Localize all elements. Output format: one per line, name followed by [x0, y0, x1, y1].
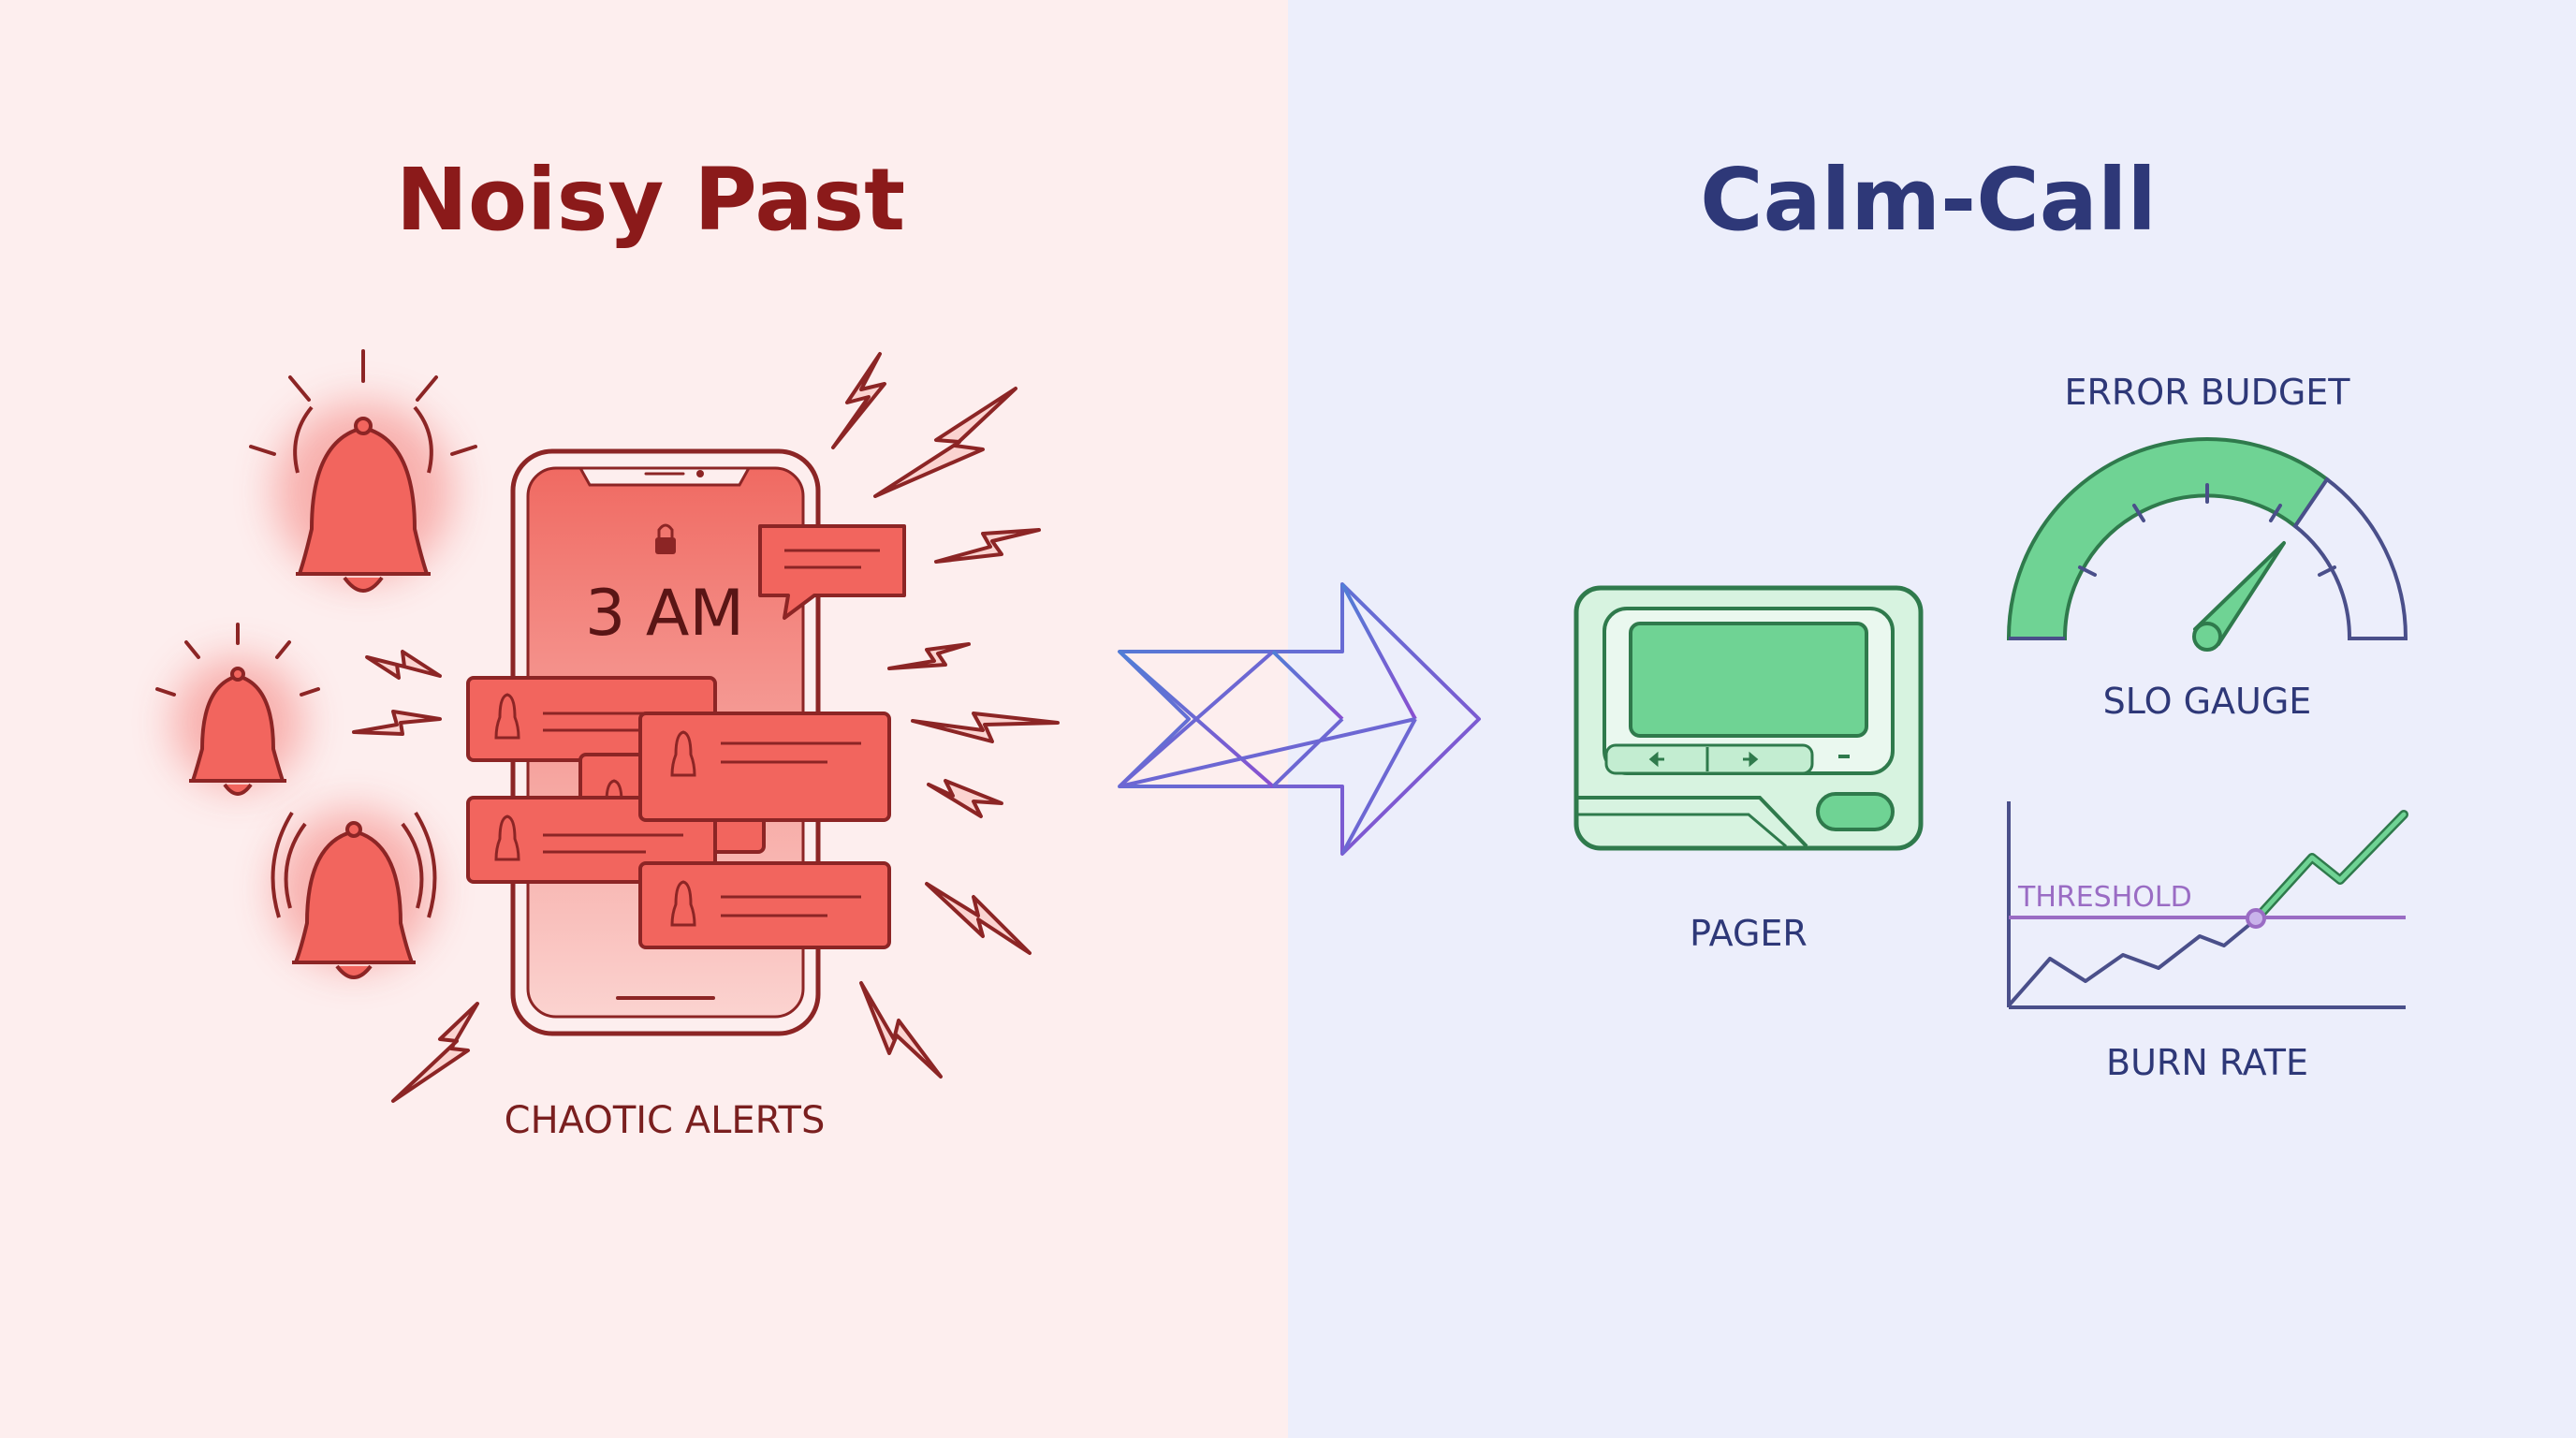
threshold-crossing-point [2246, 908, 2266, 929]
burn-rate-label: BURN RATE [2106, 1042, 2308, 1083]
bell-icon-small [155, 623, 320, 796]
right-panel-title: Calm-Call [1700, 150, 2157, 250]
gauge-top-label: ERROR BUDGET [2064, 372, 2350, 413]
lock-icon [655, 523, 676, 554]
threshold-label: THRESHOLD [2017, 881, 2192, 914]
slo-gauge-icon [2006, 437, 2408, 652]
left-caption: CHAOTIC ALERTS [505, 1099, 826, 1142]
pager-label: PAGER [1690, 913, 1808, 954]
notification-card [638, 712, 891, 822]
burn-rate-line [2007, 917, 2258, 1007]
burn-rate-chart: THRESHOLD [2007, 801, 2408, 1009]
pager-icon [1573, 585, 1924, 851]
bell-icon-ringing [271, 810, 437, 979]
right-panel-background [1288, 0, 2576, 1438]
message-bubble-icon [758, 524, 906, 620]
notification-card [638, 861, 891, 949]
lightning-bolt-icons [352, 352, 1060, 1103]
bell-icon-large [249, 349, 477, 593]
gauge-label: SLO GAUGE [2103, 681, 2312, 722]
left-panel-title: Noisy Past [396, 150, 905, 250]
phone-clock: 3 AM [585, 577, 744, 651]
transition-arrow-icon [1118, 582, 1481, 856]
